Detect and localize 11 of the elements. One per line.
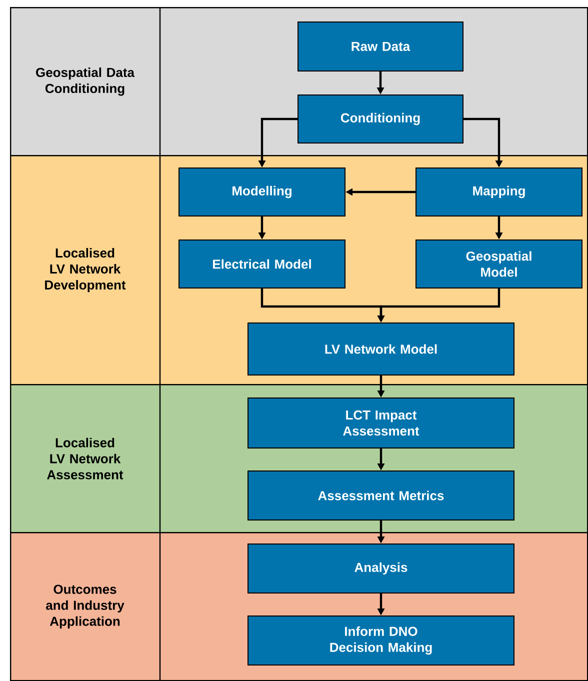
process-box: LV Network Model (248, 322, 514, 376)
process-box: Raw Data (298, 22, 464, 72)
process-box: Geospatial Model (416, 240, 582, 288)
process-box: Modelling (178, 168, 346, 216)
process-box: Analysis (248, 544, 514, 594)
process-box: Electrical Model (178, 240, 346, 288)
process-box: Assessment Metrics (248, 470, 514, 520)
process-box: Mapping (416, 168, 582, 216)
process-box: LCT Impact Assessment (248, 398, 514, 448)
process-box: Conditioning (298, 94, 464, 144)
process-box: Inform DNO Decision Making (248, 616, 514, 666)
